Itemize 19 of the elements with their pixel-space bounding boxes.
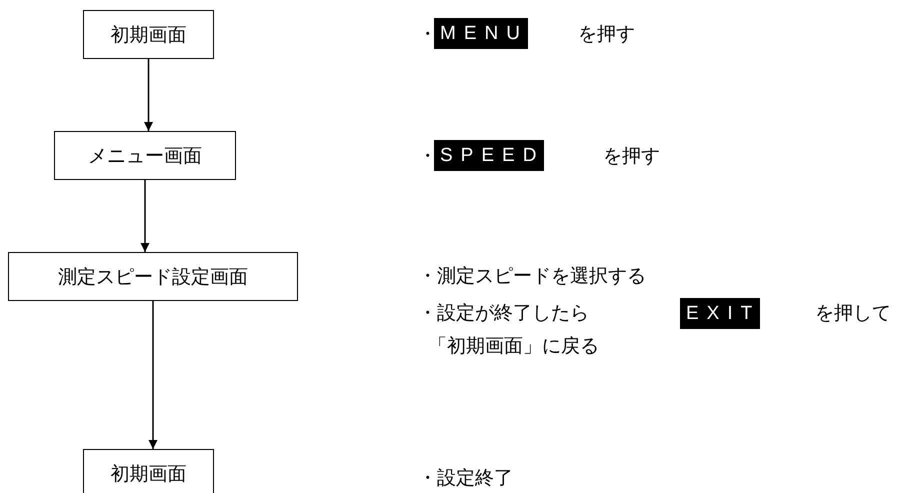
arrow <box>140 180 150 252</box>
arrow <box>144 59 153 131</box>
arrow <box>148 301 158 449</box>
screen-box: 初期画面 <box>83 449 214 493</box>
screen-box: 初期画面 <box>83 10 214 59</box>
key-label: MENU <box>434 18 528 49</box>
key-label: EXIT <box>680 298 760 329</box>
instruction-text: ・測定スピードを選択する <box>418 264 646 288</box>
instruction-text: ・設定が終了したら <box>418 301 589 325</box>
instruction-text: 「初期画面」に戻る <box>428 334 599 358</box>
instruction-text: を押して <box>815 301 891 325</box>
bullet: ・ <box>418 144 437 168</box>
key-label: SPEED <box>434 140 544 171</box>
instruction-text: を押す <box>578 22 635 46</box>
screen-box: 測定スピード設定画面 <box>8 252 298 301</box>
instruction-text: ・設定終了 <box>418 466 513 490</box>
screen-box: メニュー画面 <box>54 131 236 180</box>
instruction-text: を押す <box>603 144 660 168</box>
bullet: ・ <box>418 22 437 46</box>
